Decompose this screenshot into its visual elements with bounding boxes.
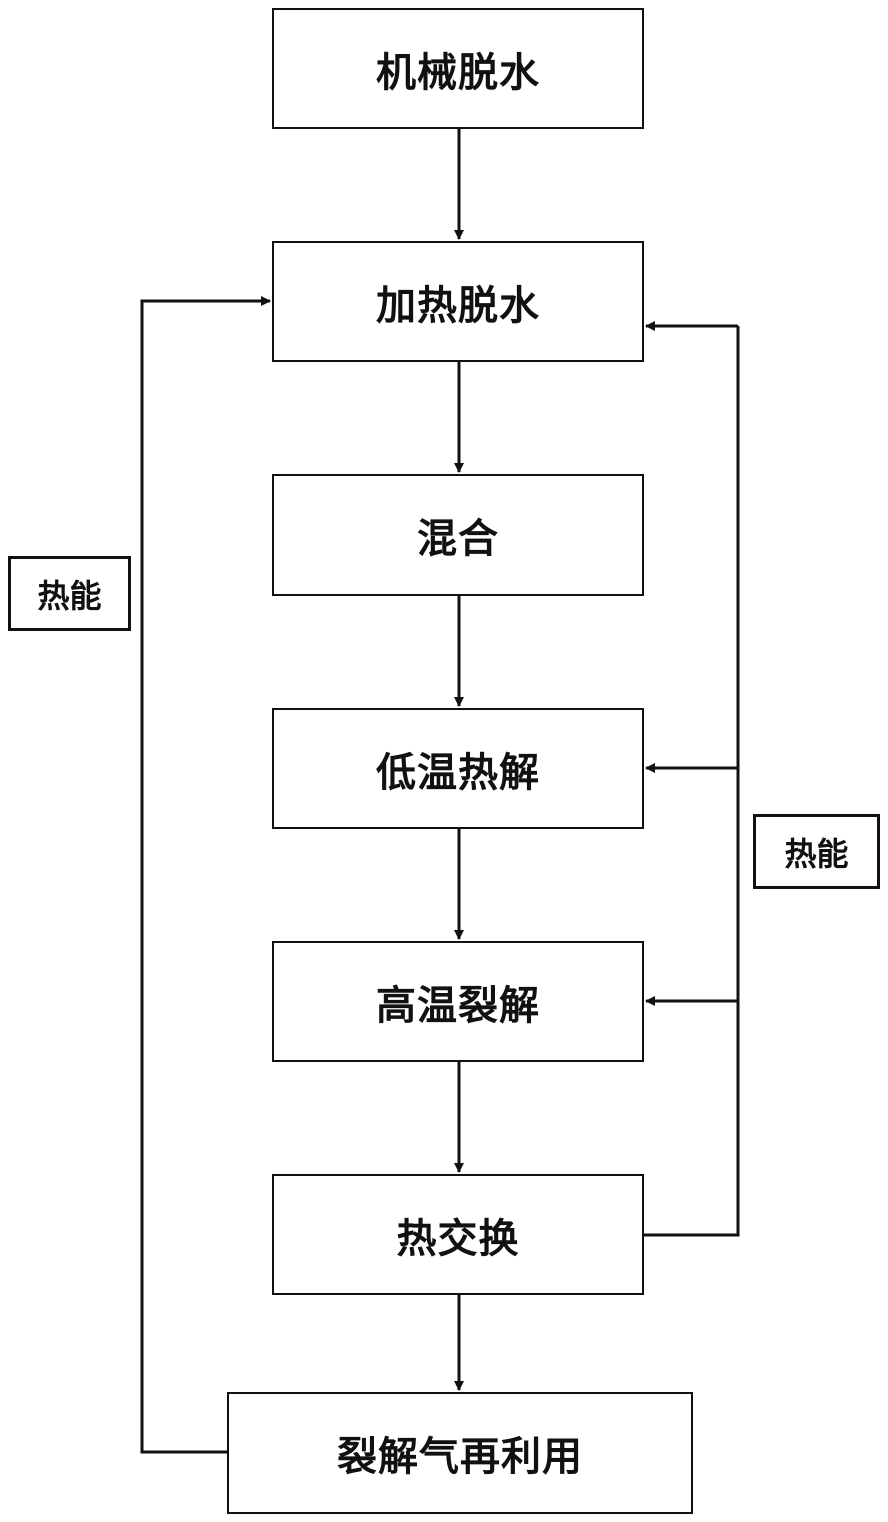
step-low-temp-pyrolysis: 低温热解 (272, 708, 644, 829)
step-high-temp-cracking: 高温裂解 (272, 941, 644, 1062)
step-mechanical-dewatering: 机械脱水 (272, 8, 644, 129)
heat-energy-label-right: 热能 (753, 814, 880, 889)
step-label: 加热脱水 (376, 282, 540, 329)
step-label: 机械脱水 (376, 49, 540, 96)
step-label: 高温裂解 (376, 982, 540, 1029)
step-label: 裂解气再利用 (337, 1434, 583, 1480)
feedback-left-line (140, 296, 271, 1454)
heat-energy-label-left: 热能 (8, 556, 131, 631)
step-label: 低温热解 (376, 749, 540, 796)
step-label: 混合 (417, 516, 499, 562)
heat-energy-text: 热能 (784, 834, 849, 873)
step-heat-exchange: 热交换 (272, 1174, 644, 1295)
feedback-right-trunk (644, 326, 740, 1237)
step-label: 热交换 (396, 1215, 520, 1262)
step-cracked-gas-reuse: 裂解气再利用 (227, 1392, 693, 1514)
step-heating-dewatering: 加热脱水 (272, 241, 644, 362)
heat-energy-text: 热能 (37, 576, 102, 615)
step-mixing: 混合 (272, 474, 644, 596)
